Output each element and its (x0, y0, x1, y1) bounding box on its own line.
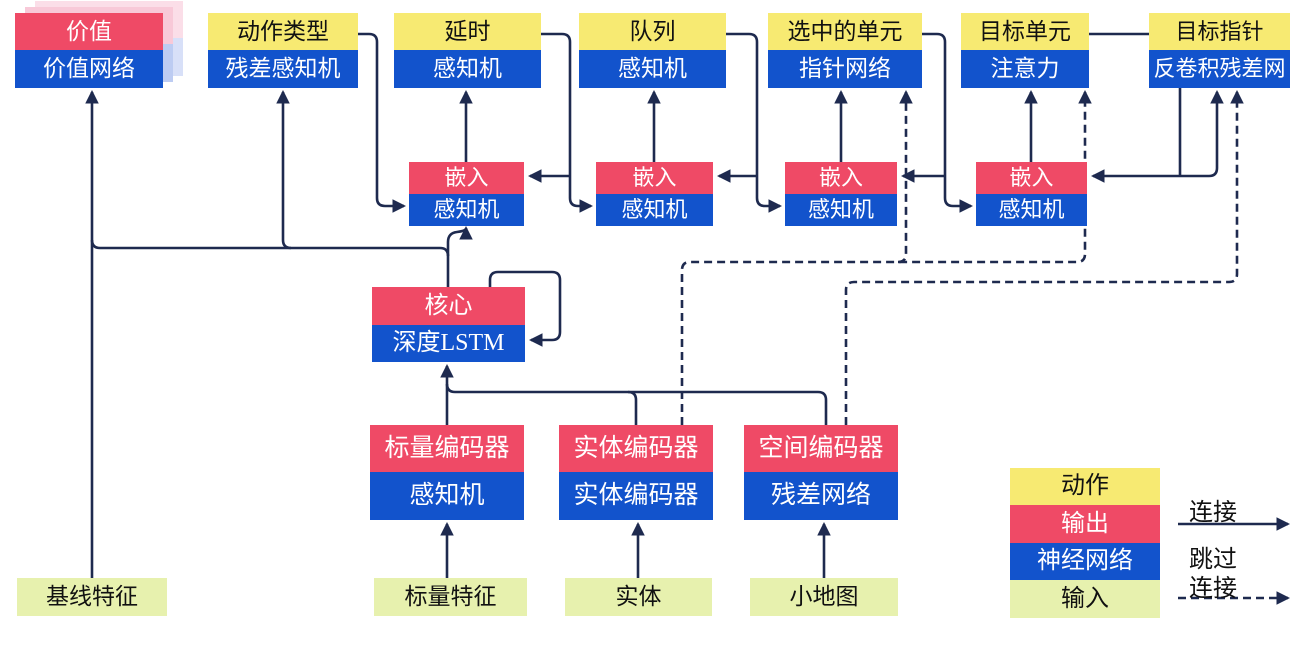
delay-body: 感知机 (394, 50, 541, 88)
spatial-encoder-body: 残差网络 (744, 472, 898, 520)
legend-solid-label: 连接 (1189, 500, 1237, 526)
edge-queue-to-embed-3 (755, 176, 783, 213)
edge-action-type-to-embed-1 (358, 32, 407, 213)
selected-units-body: 指针网络 (768, 50, 922, 88)
node-entity-encoder: 实体编码器实体编码器 (559, 425, 713, 520)
node-scalar-encoder: 标量编码器感知机 (370, 425, 524, 520)
embed-1-body: 感知机 (409, 194, 524, 226)
edge-selected-units-down (922, 32, 947, 176)
embed-1-header: 嵌入 (409, 162, 524, 194)
edge-delay-down (541, 32, 572, 176)
spatial-encoder-header: 空间编码器 (744, 425, 898, 472)
skip-entity-to-selected-units (897, 89, 913, 264)
node-baseline-features: 基线特征 (17, 578, 167, 616)
edge-selected-units-to-embed-4 (943, 176, 974, 213)
node-scalar-features: 标量特征 (374, 578, 527, 616)
legend-box: 动作输出神经网络输入 (1010, 468, 1160, 618)
selected-units-header: 选中的单元 (768, 13, 922, 50)
legend-item-input: 输入 (1010, 580, 1160, 618)
edge-core-to-embed-1 (446, 225, 473, 287)
node-action-type: 动作类型残差感知机 (208, 13, 358, 88)
node-entities: 实体 (565, 578, 712, 616)
core-header: 核心 (372, 287, 525, 325)
entity-encoder-body: 实体编码器 (559, 472, 713, 520)
embed-4-header: 嵌入 (976, 162, 1087, 194)
edge-queue-down (726, 32, 759, 176)
node-queue: 队列感知机 (579, 13, 726, 88)
solid-edges (85, 32, 1291, 578)
edge-core-to-action-type (276, 89, 292, 250)
action-type-header: 动作类型 (208, 13, 358, 50)
edge-target-unit-to-target-pointer (1180, 89, 1224, 178)
legend-dashed-label-line2: 连接 (1189, 576, 1237, 602)
legend-item-network: 神经网络 (1010, 543, 1160, 580)
node-embed-1: 嵌入感知机 (409, 162, 524, 226)
node-target-pointer: 目标指针反卷积残差网 (1149, 13, 1290, 88)
action-type-body: 残差感知机 (208, 50, 358, 88)
target-unit-body: 注意力 (961, 50, 1089, 88)
queue-header: 队列 (579, 13, 726, 50)
core-body: 深度LSTM (372, 325, 525, 362)
target-pointer-header: 目标指针 (1149, 13, 1290, 50)
entity-encoder-header: 实体编码器 (559, 425, 713, 472)
legend-dashed-label-line1: 跳过 (1189, 547, 1237, 573)
legend-item-action: 动作 (1010, 468, 1160, 505)
edge-delay-to-embed-2 (568, 176, 594, 213)
node-selected-units: 选中的单元指针网络 (768, 13, 922, 88)
edge-core-branch-left (90, 239, 450, 257)
embed-4-body: 感知机 (976, 194, 1087, 226)
embed-2-body: 感知机 (596, 194, 713, 226)
scalar-encoder-body: 感知机 (370, 472, 524, 520)
node-target-unit: 目标单元注意力 (961, 13, 1089, 88)
node-minimap: 小地图 (750, 578, 898, 616)
node-delay: 延时感知机 (394, 13, 541, 88)
target-unit-header: 目标单元 (961, 13, 1089, 50)
skip-spatial-to-target-pointer (844, 89, 1244, 425)
node-embed-2: 嵌入感知机 (596, 162, 713, 226)
value-header: 价值 (15, 13, 163, 50)
value-body: 价值网络 (15, 50, 163, 88)
node-value: 价值价值网络 (15, 13, 163, 88)
node-embed-3: 嵌入感知机 (785, 162, 897, 226)
skip-entity-to-target-unit (680, 89, 1092, 425)
node-spatial-encoder: 空间编码器残差网络 (744, 425, 898, 520)
edge-lstm-self-loop (488, 270, 562, 347)
queue-body: 感知机 (579, 50, 726, 88)
edge-spatial-encoder-collector (445, 383, 828, 425)
embed-3-header: 嵌入 (785, 162, 897, 194)
node-core: 核心深度LSTM (372, 287, 525, 362)
target-pointer-body: 反卷积残差网 (1149, 50, 1290, 88)
legend-item-output: 输出 (1010, 505, 1160, 543)
embed-2-header: 嵌入 (596, 162, 713, 194)
node-embed-4: 嵌入感知机 (976, 162, 1087, 226)
embed-3-body: 感知机 (785, 194, 897, 226)
delay-header: 延时 (394, 13, 541, 50)
scalar-encoder-header: 标量编码器 (370, 425, 524, 472)
edge-entity-encoder-collector (627, 390, 638, 425)
dashed-edges (680, 89, 1291, 605)
